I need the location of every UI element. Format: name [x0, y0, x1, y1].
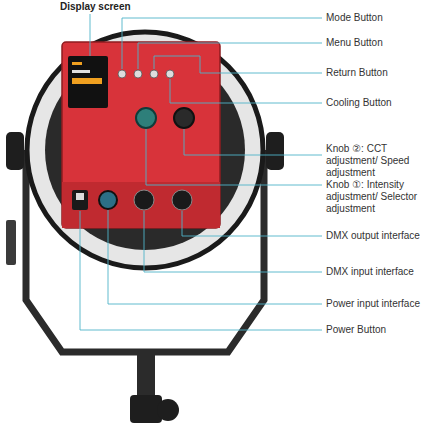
leader-line: [144, 211, 322, 272]
callout-label: Return Button: [326, 67, 426, 79]
callout-label: DMX output interface: [326, 230, 426, 242]
leader-line: [80, 211, 322, 330]
display-screen: [68, 56, 108, 108]
callout-label: Knob ②: CCT adjustment/ Speed adjustment: [326, 143, 426, 179]
screen-line: [72, 62, 82, 65]
leader-line: [170, 79, 322, 103]
yoke-knob: [266, 132, 284, 170]
yoke-knob: [6, 132, 24, 170]
cct-knob: [174, 108, 194, 128]
return-button: [150, 70, 158, 78]
intensity-knob: [136, 108, 156, 128]
leader-line: [122, 18, 322, 69]
callout-label: Mode Button: [326, 12, 426, 24]
part-label: Display screen: [60, 1, 170, 13]
screen-line: [72, 78, 102, 84]
leader-line: [146, 129, 322, 185]
callout-label: Menu Button: [326, 37, 426, 49]
connector-panel: [62, 182, 220, 228]
power-input: [99, 191, 117, 209]
leader-line: [182, 211, 322, 236]
leader-line: [108, 210, 322, 304]
leader-line: [154, 56, 322, 73]
reflector-rim: [27, 32, 263, 268]
power-switch: [76, 193, 84, 200]
callout-label: DMX input interface: [326, 266, 426, 278]
lock-knob: [157, 399, 179, 421]
dmx-input: [134, 190, 154, 210]
callout-label: Knob ①: Intensity adjustment/ Selector a…: [326, 179, 426, 215]
callout-label: Cooling Button: [326, 97, 426, 109]
control-box: [62, 42, 220, 228]
mount-plate: [6, 220, 16, 265]
screen-line: [72, 70, 90, 73]
mode-button: [118, 70, 126, 78]
dmx-output: [172, 190, 192, 210]
menu-button: [134, 70, 142, 78]
stand-post: [137, 352, 155, 397]
power-switch: [72, 190, 88, 210]
leader-line: [90, 14, 91, 56]
callout-label: Power Button: [326, 324, 426, 336]
callout-label: Power input interface: [326, 298, 426, 310]
leader-line: [184, 129, 322, 155]
cooling-button: [166, 70, 174, 78]
